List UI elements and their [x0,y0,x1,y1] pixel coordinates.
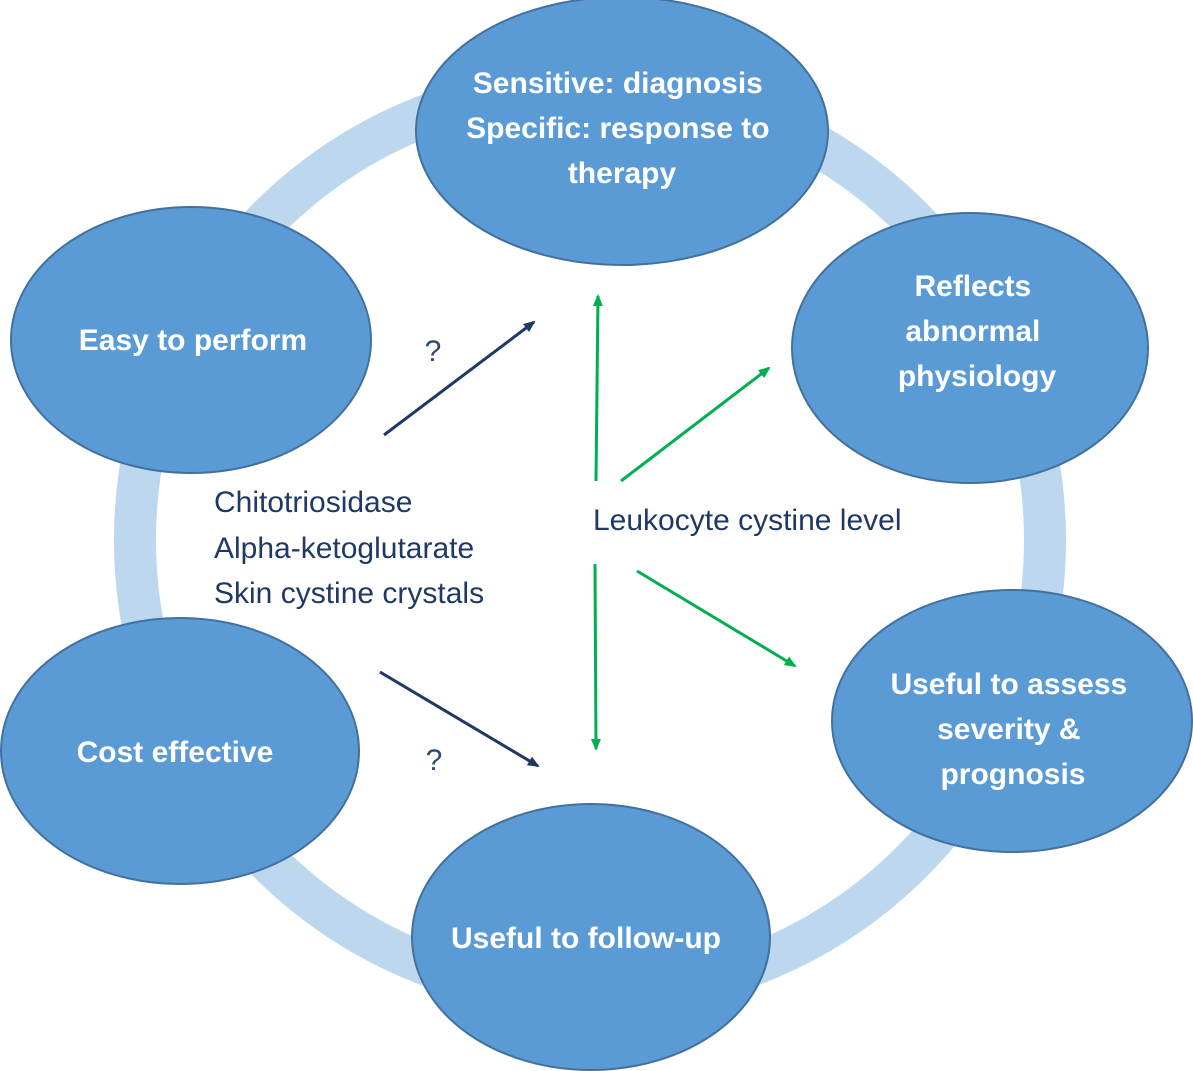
left-biomarker-line-2: Alpha-ketoglutarate [214,532,474,565]
node-top: Sensitive: diagnosis Specific: response … [415,0,829,266]
node-upper-left-label: Easy to perform [79,324,307,357]
question-mark-lower: ? [426,744,443,777]
node-top-line-1: Sensitive: diagnosis [473,67,763,100]
node-lower-right-line-1: Useful to assess [890,668,1127,701]
node-upper-right-line-2: abnormal [905,315,1040,348]
node-lower-left: Cost effective [0,617,360,885]
node-top-label: Sensitive: diagnosis Specific: response … [466,67,778,190]
question-mark-upper: ? [425,335,442,368]
node-lower-left-line-1: Cost effective [77,736,274,769]
node-bottom-shape [411,803,771,1071]
arrow-leukocyte-to-upper-right [620,366,771,483]
arrow-left-group-to-bottom [379,670,540,768]
arrow-left-group-to-top [383,320,536,437]
leukocyte-cystine-label: Leukocyte cystine level [593,504,902,537]
node-lower-right-label: Useful to assess severity & prognosis [890,668,1135,791]
node-bottom-line-1: Useful to follow-up [451,922,721,955]
left-biomarker-line-3: Skin cystine crystals [214,577,484,610]
node-upper-right: Reflects abnormal physiology [791,212,1149,484]
node-bottom: Useful to follow-up [411,803,771,1071]
node-top-line-3: therapy [568,157,677,190]
node-lower-right-line-2: severity & [937,713,1080,746]
node-upper-left-shape [10,206,372,474]
left-biomarker-line-1: Chitotriosidase [214,486,412,519]
arrow-leukocyte-to-bottom [590,563,601,751]
node-top-shape [415,0,829,266]
arrow-leukocyte-to-lower-right [636,569,797,668]
node-lower-right-line-3: prognosis [940,758,1085,791]
arrow-leukocyte-to-top [592,294,603,482]
node-upper-right-shape [791,212,1149,484]
node-lower-right-shape [831,589,1193,853]
node-upper-right-line-1: Reflects [914,270,1031,303]
node-bottom-label: Useful to follow-up [451,922,721,955]
node-upper-right-line-3: physiology [898,360,1057,393]
node-upper-right-label: Reflects abnormal physiology [898,270,1057,393]
node-lower-right: Useful to assess severity & prognosis [831,589,1193,853]
node-top-line-2: Specific: response to [466,112,769,145]
node-lower-left-label: Cost effective [77,736,274,769]
node-upper-left: Easy to perform [10,206,372,474]
left-biomarker-list: Chitotriosidase Alpha-ketoglutarate Skin… [214,486,484,610]
node-lower-left-shape [0,617,360,885]
node-upper-left-line-1: Easy to perform [79,324,307,357]
